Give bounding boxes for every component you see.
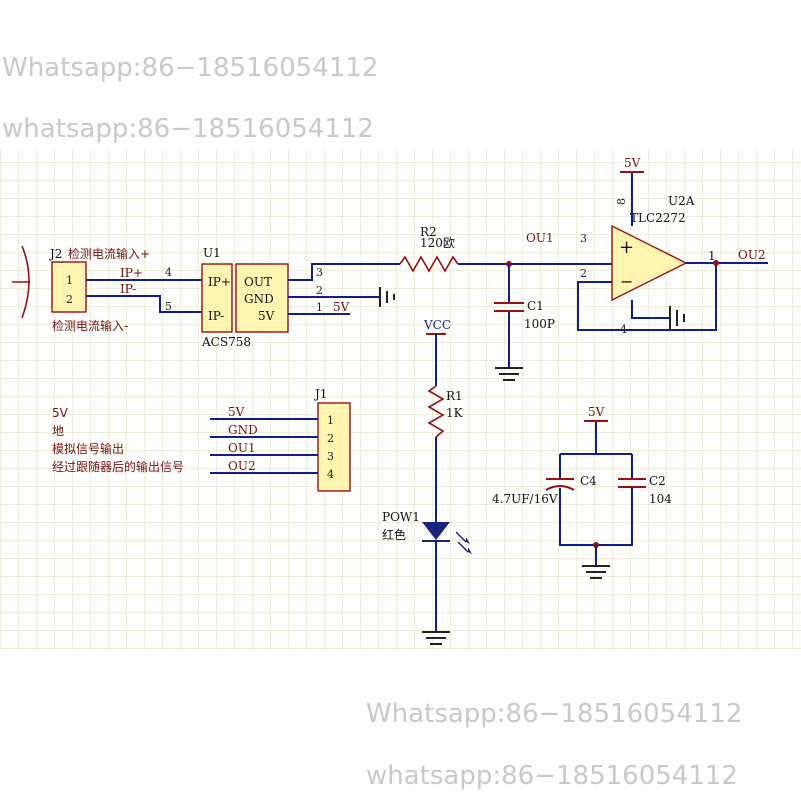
ground-symbol-led <box>422 631 450 645</box>
j2-ref: J2 <box>48 247 62 261</box>
j1-net-5v: 5V <box>228 405 245 419</box>
u1-pin-1: 1 <box>316 301 323 314</box>
opamp-minus-sign: − <box>620 272 633 291</box>
resistor-r1: R1 1K <box>427 385 464 438</box>
u1-pin-3: 3 <box>316 266 323 279</box>
j1-pin-2: 2 <box>327 432 334 445</box>
net-ou1-label: OU1 <box>526 231 554 245</box>
u1-pin-ip-minus: IP- <box>208 309 224 323</box>
c1-ref: C1 <box>527 299 544 313</box>
ground-symbol-u2 <box>669 306 685 330</box>
j1-pin-1: 1 <box>327 414 334 427</box>
ground-symbol-decoupling <box>582 565 610 579</box>
r1-ref: R1 <box>446 389 463 403</box>
u2-ref: U2A <box>668 194 695 208</box>
net-ou2-label: OU2 <box>738 248 766 262</box>
u2-supply-5v: 5V <box>624 156 641 170</box>
net-ip-minus: IP- <box>120 282 136 296</box>
c2-value: 104 <box>649 492 672 506</box>
c4-ref: C4 <box>580 474 597 488</box>
u2-pin-8: 8 <box>615 198 628 205</box>
u1-pin-ip-plus: IP+ <box>208 275 231 289</box>
u1-part: ACS758 <box>201 335 251 349</box>
u1-pin-4: 4 <box>165 266 172 279</box>
r2-ref: R2 <box>420 225 437 239</box>
opamp-plus-sign: + <box>619 237 634 258</box>
u2-pin-3: 3 <box>580 232 587 245</box>
j1-net-gnd: GND <box>228 423 258 437</box>
j1-net-ou2: OU2 <box>228 459 256 473</box>
led-value: 红色 <box>382 527 406 542</box>
u2-part: TLC2272 <box>630 211 686 225</box>
c2-ref: C2 <box>649 474 666 488</box>
j2-pin-1: 1 <box>66 274 73 287</box>
u1-ref: U1 <box>203 246 221 260</box>
power-vcc: VCC <box>423 318 451 335</box>
decoupling-5v-label: 5V <box>588 405 605 419</box>
u1-pin-5v: 5V <box>258 309 275 323</box>
led-pow1: POW1 红色 <box>382 510 472 554</box>
junction-ou2 <box>713 260 719 266</box>
j1-pin-3: 3 <box>327 450 334 463</box>
led-ref: POW1 <box>382 510 420 524</box>
c4-value: 4.7UF/16V <box>492 492 558 506</box>
u2-pin-2: 2 <box>580 267 587 280</box>
resistor-r2: R2 120欧 <box>399 225 459 273</box>
connector-j1: J1 1 2 3 4 <box>313 387 351 492</box>
grid-area <box>0 150 801 650</box>
connector-j2: J2 检测电流输入+ 1 2 检测电流输入- <box>12 245 150 333</box>
net-ip-plus: IP+ <box>120 266 143 280</box>
u1-pin-out: OUT <box>244 275 272 289</box>
j1-pin-4: 4 <box>327 468 334 481</box>
j1-net-ou1: OU1 <box>228 441 256 455</box>
ic-u1-acs758: U1 IP+ IP- OUT GND 5V ACS758 <box>201 246 289 349</box>
c1-value: 100P <box>524 317 555 331</box>
vcc-label: VCC <box>423 318 451 332</box>
r2-value: 120欧 <box>420 236 455 250</box>
j1-ref: J1 <box>313 387 327 401</box>
capacitor-c2: C2 104 <box>618 474 672 506</box>
j1-desc-analog: 模拟信号输出 <box>52 441 124 456</box>
j2-bottom-label: 检测电流输入- <box>52 318 128 333</box>
u2-pin-1: 1 <box>708 249 716 263</box>
capacitor-c1: C1 100P <box>494 264 555 368</box>
r1-value: 1K <box>446 406 464 420</box>
capacitor-c4: C4 4.7UF/16V <box>492 474 597 506</box>
ground-symbol-u1 <box>379 287 395 307</box>
u1-pin-gnd: GND <box>244 292 274 306</box>
net-5v-u1: 5V <box>333 300 350 314</box>
input-arrow <box>21 245 30 319</box>
j1-desc-follower: 经过跟随器后的输出信号 <box>52 459 184 474</box>
j1-desc-gnd: 地 <box>52 424 64 438</box>
ground-symbol-c1 <box>495 367 523 381</box>
u1-pin-2: 2 <box>316 284 323 297</box>
j2-pin-2: 2 <box>66 293 73 306</box>
opamp-u2a: + − U2A TLC2272 <box>611 194 695 302</box>
u1-pin-5: 5 <box>165 300 172 313</box>
j1-desc-5v: 5V <box>52 406 69 420</box>
j2-top-label: 检测电流输入+ <box>68 246 150 261</box>
